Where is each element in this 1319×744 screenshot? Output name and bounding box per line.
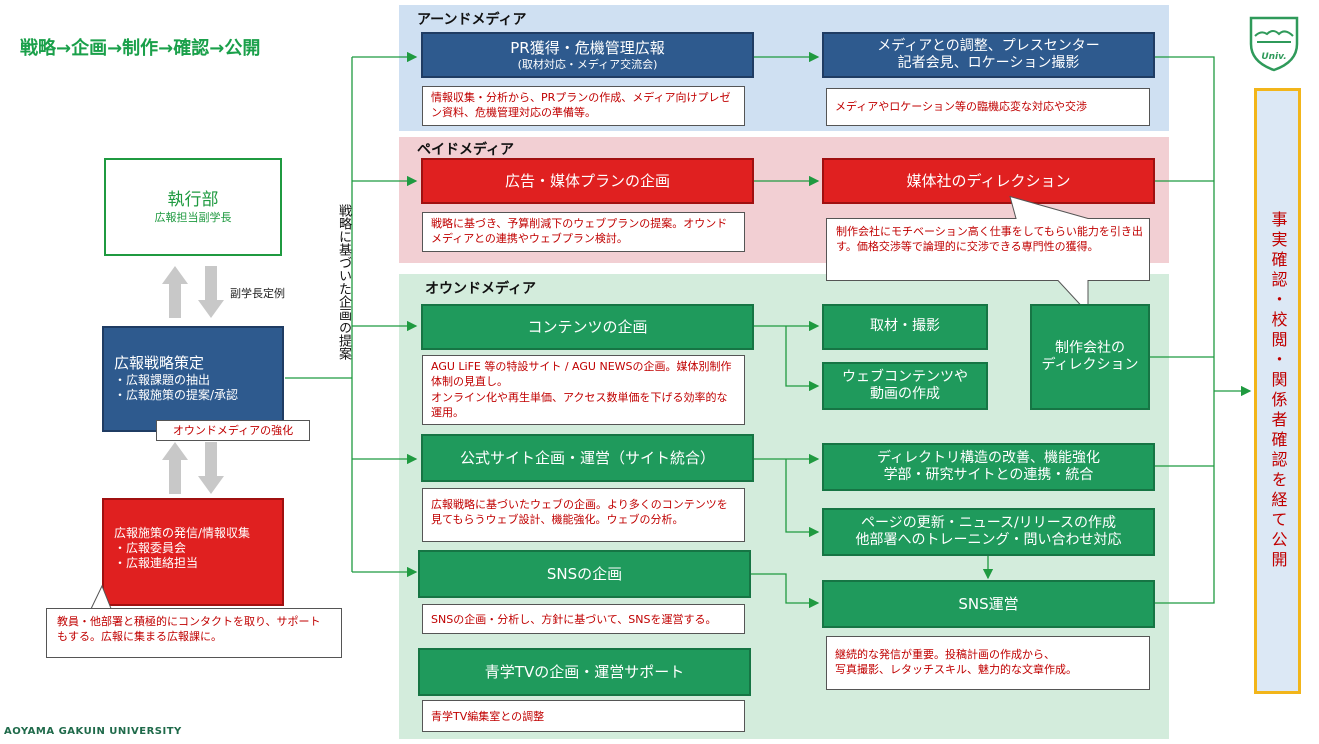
media-coordination-line1: メディアとの調整、プレスセンター: [877, 37, 1100, 54]
ad-plan-note: 戦略に基づき、予算削減下のウェブプランの提案。オウンドメディアとの連携やウェブプ…: [422, 212, 745, 252]
official-site-box: 公式サイト企画・運営（サイト統合）: [421, 434, 754, 482]
logo-text: Univ.: [1261, 52, 1287, 62]
dispatch-item-2: ・広報連絡担当: [114, 556, 199, 570]
strategy-box: 広報戦略策定 ・広報課題の抽出 ・広報施策の提案/承認: [102, 326, 284, 432]
university-logo: Univ.: [1247, 14, 1301, 72]
directory-line1: ディレクトリ構造の改善、機能強化: [876, 449, 1101, 466]
sns-operation-title: SNS運営: [958, 594, 1019, 613]
sns-operation-note: 継続的な発信が重要。投稿計画の作成から、 写真撮影、レタッチスキル、魅力的な文章…: [826, 636, 1150, 690]
pr-box: PR獲得・危機管理広報 (取材対応・メディア交流会): [421, 32, 754, 78]
production-direction-line2: ディレクション: [1041, 357, 1139, 373]
dispatch-box: 広報施策の発信/情報収集 ・広報委員会 ・広報連絡担当: [102, 498, 284, 606]
strategy-item-1: ・広報課題の抽出: [114, 372, 211, 387]
pr-note: 情報収集・分析から、PRプランの作成、メディア向けプレゼン資料、危機管理対応の準…: [422, 86, 745, 126]
content-plan-title: コンテンツの企画: [527, 317, 648, 336]
page-update-box: ページの更新・ニュース/リリースの作成 他部署へのトレーニング・問い合わせ対応: [822, 508, 1155, 556]
media-coordination-line2: 記者会見、ロケーション撮影: [897, 55, 1080, 71]
content-plan-note: AGU LiFE 等の特設サイト / AGU NEWSの企画。媒体別制作体制の見…: [422, 355, 745, 425]
owned-strength-note: オウンドメディアの強化: [156, 420, 310, 442]
strategy-title: 広報戦略策定: [114, 354, 205, 372]
dispatch-item-1: ・広報委員会: [114, 541, 187, 555]
flow-title: 戦略→企画→制作→確認→公開: [20, 38, 261, 59]
publish-text: 事実確認・校閲・関係者確認を経て公開: [1268, 211, 1288, 571]
ad-plan-title: 広告・媒体プランの企画: [504, 171, 670, 190]
official-site-title: 公式サイト企画・運営（サイト統合）: [459, 448, 715, 467]
media-note: メディアやロケーション等の臨機応変な対応や交渉: [826, 88, 1150, 126]
web-content-box: ウェブコンテンツや 動画の作成: [822, 362, 988, 410]
executive-box: 執行部 広報担当副学長: [104, 158, 282, 256]
official-site-note: 広報戦略に基づいたウェブの企画。より多くのコンテンツを見てもらうウェブ設計、機能…: [422, 488, 745, 542]
executive-subtitle: 広報担当副学長: [154, 210, 232, 224]
sns-plan-title: SNSの企画: [546, 564, 623, 583]
regular-meeting-label: 副学長定例: [230, 287, 285, 300]
pr-subtitle: (取材対応・メディア交流会): [517, 57, 658, 71]
up-down-arrows-bottom: [158, 440, 228, 496]
strategy-item-2: ・広報施策の提案/承認: [114, 387, 239, 402]
media-coordination-box: メディアとの調整、プレスセンター 記者会見、ロケーション撮影: [822, 32, 1155, 78]
sns-plan-note: SNSの企画・分析し、方針に基づいて、SNSを運営する。: [422, 604, 745, 634]
page-update-line2: 他部署へのトレーニング・問い合わせ対応: [855, 532, 1122, 548]
executive-title: 執行部: [167, 189, 219, 210]
sns-operation-box: SNS運営: [822, 580, 1155, 628]
university-name: AOYAMA GAKUIN UNIVERSITY: [4, 726, 182, 737]
directory-line2: 学部・研究サイトとの連携・統合: [883, 467, 1094, 483]
aoyama-tv-box: 青学TVの企画・運営サポート: [418, 648, 751, 696]
aoyama-tv-note: 青学TV編集室との調整: [422, 700, 745, 732]
vendor-callout-shape: [826, 195, 1152, 315]
contact-note: 教員・他部署と積極的にコンタクトを取り、サポートもする。広報に集まる広報課に。: [46, 608, 342, 658]
production-direction-box: 制作会社の ディレクション: [1030, 304, 1150, 410]
aoyama-tv-title: 青学TVの企画・運営サポート: [484, 662, 685, 681]
earned-media-label: アーンドメディア: [417, 12, 527, 28]
page-update-line1: ページの更新・ニュース/リリースの作成: [860, 514, 1117, 531]
web-content-line1: ウェブコンテンツや: [842, 368, 968, 385]
content-plan-note-line1: AGU LiFE 等の特設サイト / AGU NEWSの企画。媒体別制作体制の見…: [431, 360, 732, 389]
vertical-proposal-label: 戦略に基づいた企画の提案: [336, 204, 351, 360]
vendor-direction-box: 媒体社のディレクション: [822, 158, 1155, 204]
paid-media-label: ペイドメディア: [417, 142, 515, 158]
callout-pointer: [88, 584, 118, 612]
up-down-arrows-top: [158, 264, 228, 320]
interview-box: 取材・撮影: [822, 304, 988, 350]
dispatch-title: 広報施策の発信/情報収集: [114, 526, 251, 540]
sns-operation-note-line1: 継続的な発信が重要。投稿計画の作成から、: [835, 648, 1055, 661]
production-direction-line1: 制作会社の: [1055, 339, 1125, 356]
content-plan-note-line2: オンライン化や再生単価、アクセス数単価を下げる効率的な運用。: [431, 390, 728, 420]
interview-title: 取材・撮影: [870, 318, 940, 335]
vendor-direction-note: 制作会社にモチベーション高く仕事をしてもらい能力を引き出す。価格交渉等で論理的に…: [836, 225, 1143, 254]
owned-media-label: オウンドメディア: [425, 281, 537, 297]
content-plan-box: コンテンツの企画: [421, 304, 754, 350]
sns-plan-box: SNSの企画: [418, 550, 751, 598]
ad-plan-box: 広告・媒体プランの企画: [421, 158, 754, 204]
directory-box: ディレクトリ構造の改善、機能強化 学部・研究サイトとの連携・統合: [822, 443, 1155, 491]
sns-operation-note-line2: 写真撮影、レタッチスキル、魅力的な文章作成。: [835, 663, 1077, 677]
vendor-direction-title: 媒体社のディレクション: [906, 171, 1071, 190]
publish-box: 事実確認・校閲・関係者確認を経て公開: [1254, 88, 1301, 694]
web-content-line2: 動画の作成: [870, 386, 940, 402]
pr-title: PR獲得・危機管理広報: [510, 38, 665, 57]
